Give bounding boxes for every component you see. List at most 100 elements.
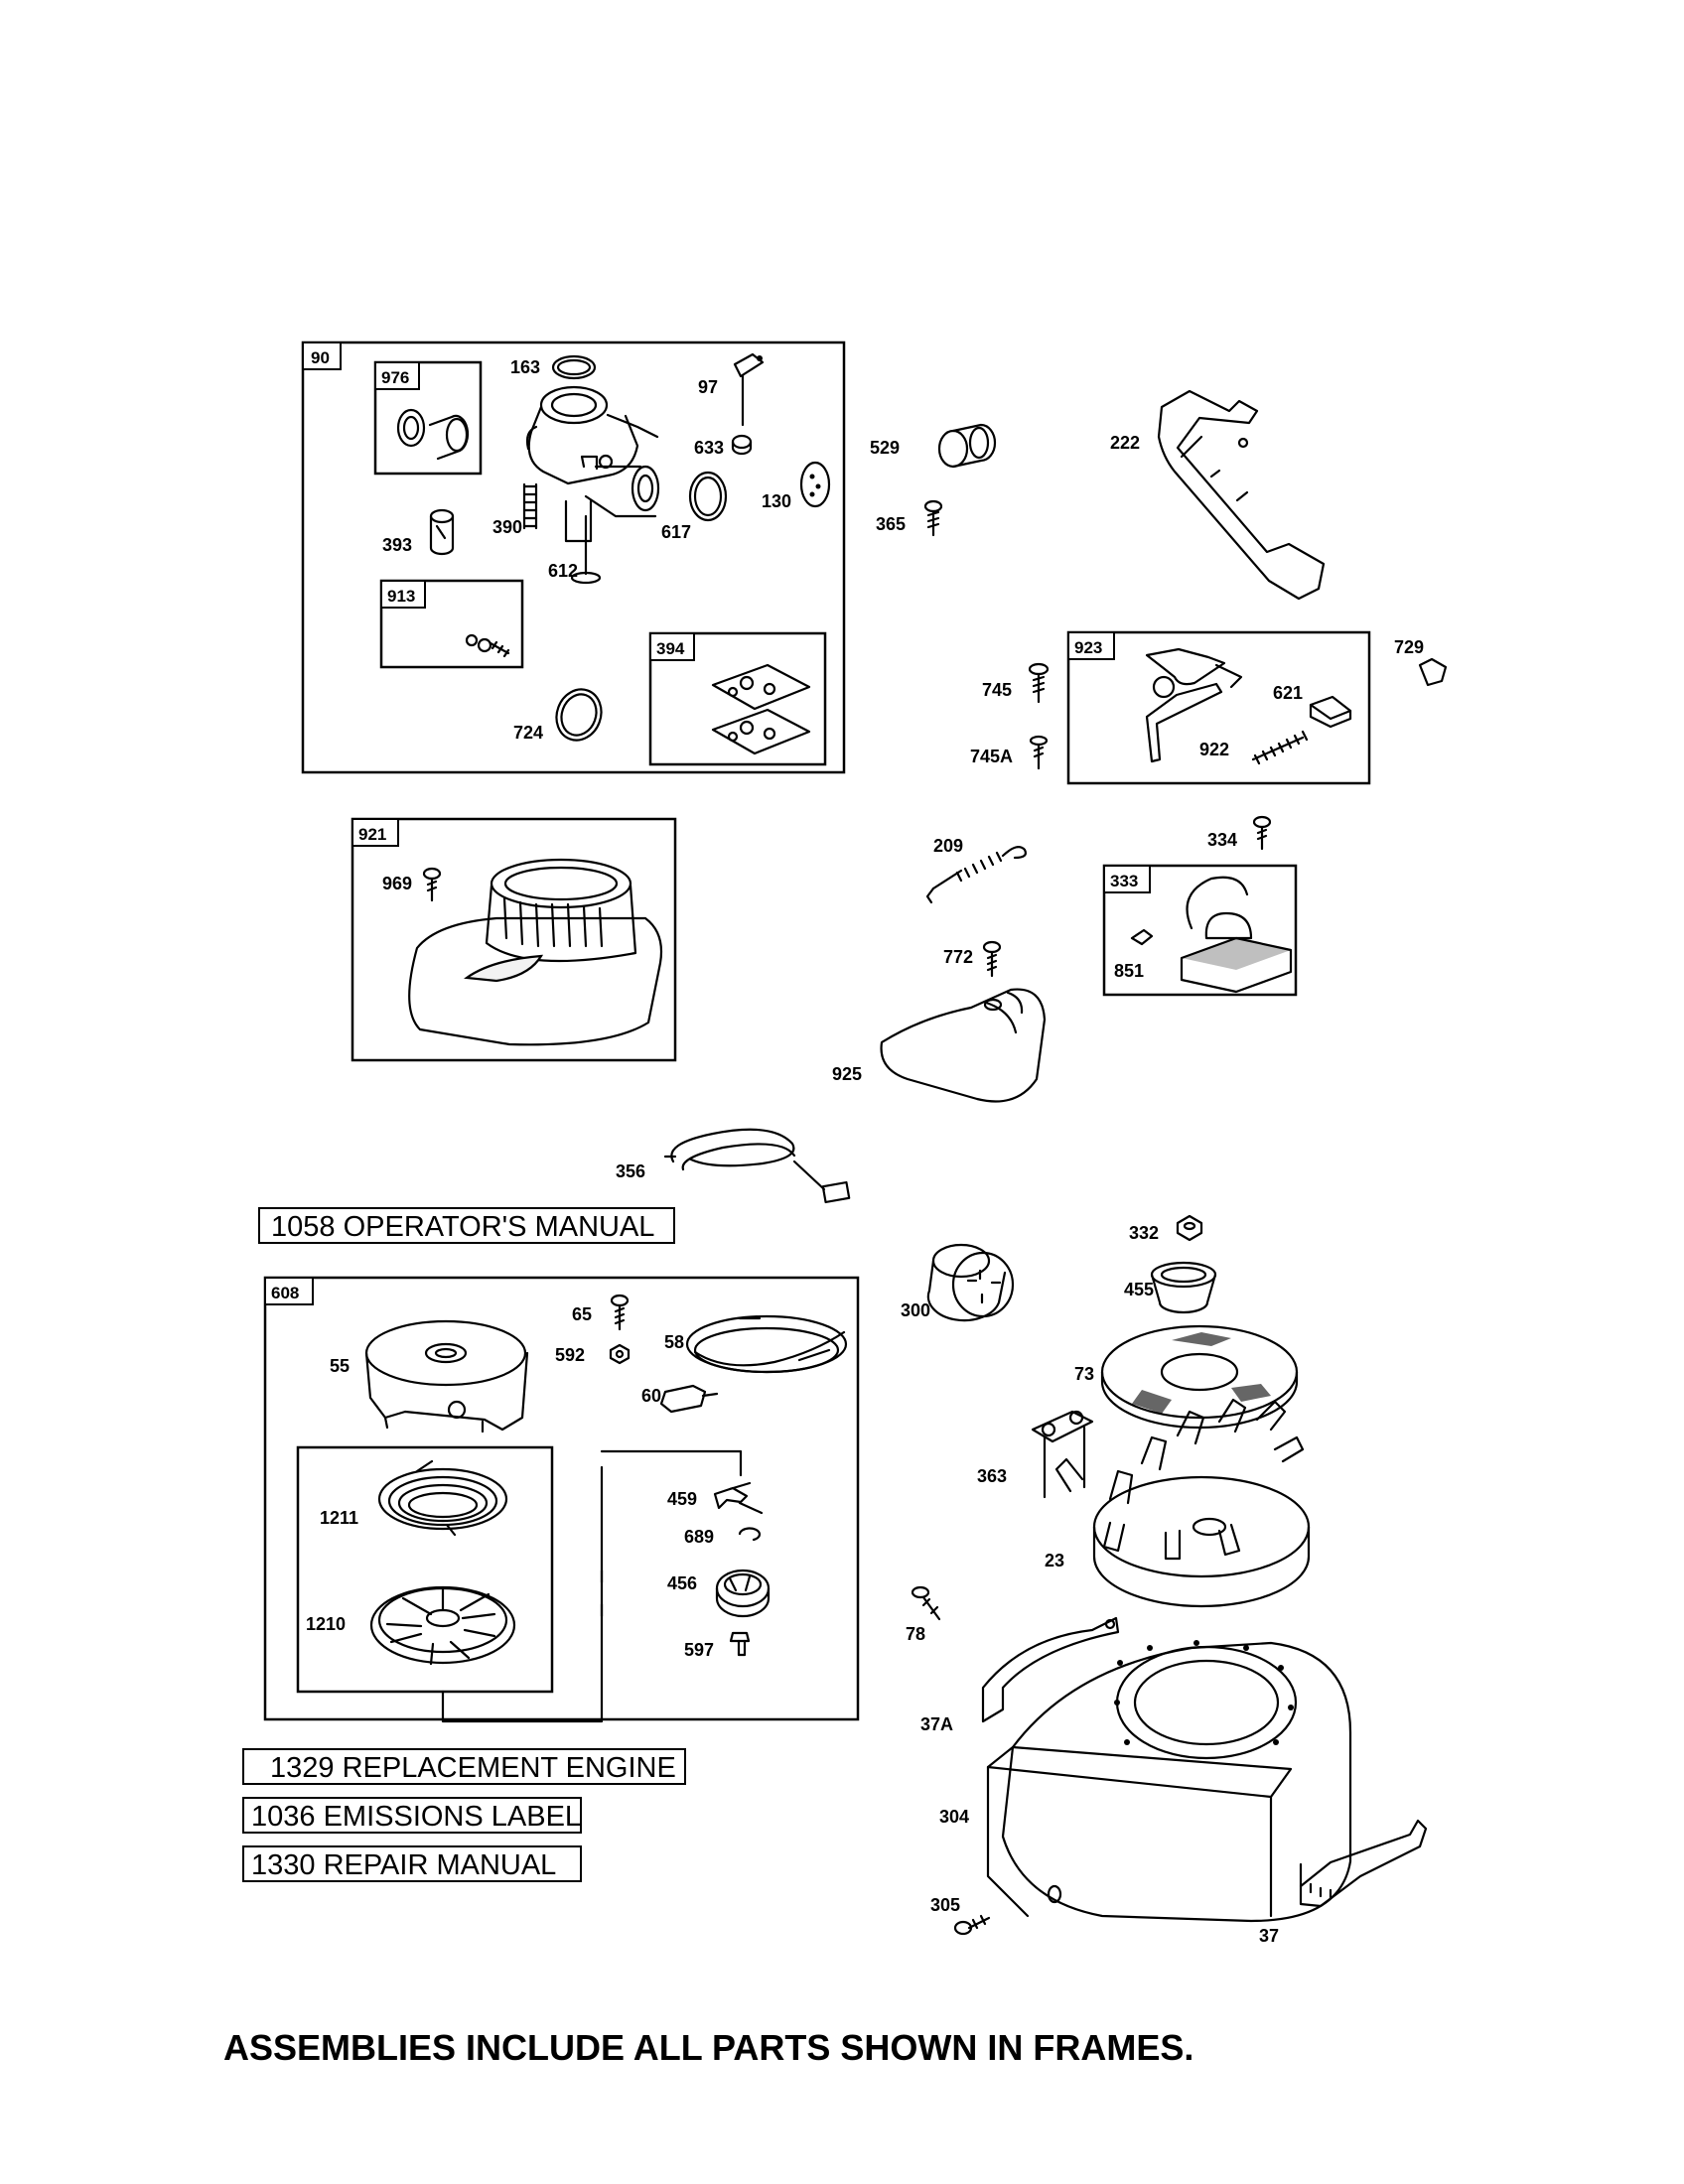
reference-replacement-engine: 1329 REPLACEMENT ENGINE [242, 1748, 686, 1785]
part-969-screw [422, 867, 442, 902]
frame-923: 923 621 922 [1066, 630, 1371, 785]
callout-332: 332 [1129, 1223, 1159, 1243]
callout-37A: 37A [920, 1714, 953, 1734]
frame-608-inner [296, 1445, 554, 1694]
callout-390: 390 [492, 517, 522, 537]
part-597-screw [729, 1631, 751, 1657]
part-300-clutch [926, 1243, 1015, 1322]
part-304-blower-housing [986, 1640, 1352, 1923]
frame-921-tag: 921 [358, 825, 386, 844]
part-394-gaskets [711, 663, 811, 755]
callout-363: 363 [977, 1466, 1007, 1486]
callout-689: 689 [684, 1527, 714, 1547]
callout-130: 130 [762, 491, 791, 511]
frame-90: 90 976 913 394 [301, 341, 846, 774]
part-612-needle [570, 514, 602, 585]
part-222-bracket [1157, 389, 1326, 601]
frame-913-tag: 913 [387, 587, 415, 606]
callout-209: 209 [933, 836, 963, 856]
frame-394-tag: 394 [656, 639, 685, 658]
part-459-pawl [713, 1481, 764, 1515]
frame-976-tag: 976 [381, 368, 409, 387]
footer-note: ASSEMBLIES INCLUDE ALL PARTS SHOWN IN FR… [223, 2027, 1193, 2068]
callout-65: 65 [572, 1304, 592, 1324]
part-724-oring [555, 688, 603, 742]
reference-replacement-engine-text: 1329 REPLACEMENT ENGINE [270, 1752, 676, 1784]
part-455-cup [1150, 1261, 1217, 1314]
callout-304: 304 [939, 1807, 969, 1827]
callout-300: 300 [901, 1300, 930, 1320]
part-365-screw [923, 499, 943, 537]
callout-597: 597 [684, 1640, 714, 1660]
callout-592: 592 [555, 1345, 585, 1365]
part-carburetor-body [525, 385, 660, 543]
callout-356: 356 [616, 1161, 645, 1181]
part-689-clip [738, 1527, 762, 1542]
part-921-air-cleaner [408, 858, 663, 1046]
part-925-shield [880, 988, 1047, 1103]
callout-745A: 745A [970, 747, 1013, 766]
callout-58: 58 [664, 1332, 684, 1352]
part-913-screw [465, 633, 510, 658]
frame-608: 608 55 65 592 58 [263, 1276, 860, 1723]
callout-724: 724 [513, 723, 543, 743]
part-78-screw [911, 1585, 941, 1621]
part-97-lever [733, 352, 765, 427]
part-333-armature [1130, 876, 1293, 994]
part-37A-baffle [981, 1616, 1120, 1723]
callout-60: 60 [641, 1386, 661, 1406]
callout-621: 621 [1273, 683, 1303, 703]
part-58-rope [685, 1314, 848, 1374]
callout-78: 78 [906, 1624, 925, 1644]
reference-emissions-label-text: 1036 EMISSIONS LABEL [251, 1801, 581, 1833]
part-37-baffle [1299, 1819, 1428, 1908]
frame-976: 976 [373, 360, 483, 476]
reference-repair-manual-text: 1330 REPAIR MANUAL [251, 1849, 556, 1881]
part-729-clip [1418, 657, 1448, 687]
part-356-wire [663, 1128, 851, 1204]
part-363-bracket [1031, 1410, 1094, 1499]
part-592-nut [609, 1343, 631, 1365]
callout-456: 456 [667, 1573, 697, 1593]
callout-73: 73 [1074, 1364, 1094, 1384]
callout-334: 334 [1207, 830, 1237, 850]
callout-969: 969 [382, 874, 412, 893]
part-305-screw [953, 1914, 991, 1936]
part-163-ring [551, 354, 597, 380]
callout-455: 455 [1124, 1280, 1154, 1299]
callout-729: 729 [1394, 637, 1424, 657]
callout-23: 23 [1045, 1551, 1064, 1570]
callout-922: 922 [1199, 740, 1229, 759]
callout-612: 612 [548, 561, 578, 581]
part-922-spring [1251, 730, 1309, 765]
callout-459: 459 [667, 1489, 697, 1509]
callout-1211: 1211 [320, 1508, 358, 1528]
frame-394: 394 [648, 631, 827, 766]
reference-operators-manual: 1058 OPERATOR'S MANUAL [258, 1207, 675, 1244]
part-923-governor [1145, 647, 1243, 763]
callout-851: 851 [1114, 961, 1144, 981]
part-745A-screw [1029, 735, 1049, 770]
frame-333-tag: 333 [1110, 872, 1138, 890]
callout-1210: 1210 [306, 1614, 346, 1634]
frame-923-tag: 923 [1074, 638, 1102, 657]
part-772-screw [982, 940, 1002, 978]
part-529-elbow [937, 423, 997, 469]
part-1211-spring [377, 1459, 508, 1537]
callout-745: 745 [982, 680, 1012, 700]
frame-608-tag: 608 [271, 1284, 299, 1302]
part-456-cup [715, 1569, 771, 1618]
frame-921: 921 969 [351, 817, 677, 1062]
frame-90-tag: 90 [311, 348, 330, 367]
reference-repair-manual: 1330 REPAIR MANUAL [242, 1845, 582, 1882]
part-65-screw [610, 1294, 630, 1331]
frame-333: 333 851 [1102, 864, 1298, 997]
callout-617: 617 [661, 522, 691, 542]
callout-772: 772 [943, 947, 973, 967]
reference-operators-manual-text: 1058 OPERATOR'S MANUAL [271, 1211, 654, 1243]
callout-222: 222 [1110, 433, 1140, 453]
part-617-oring [688, 471, 728, 522]
callout-37: 37 [1259, 1926, 1279, 1946]
callout-529: 529 [870, 438, 900, 458]
